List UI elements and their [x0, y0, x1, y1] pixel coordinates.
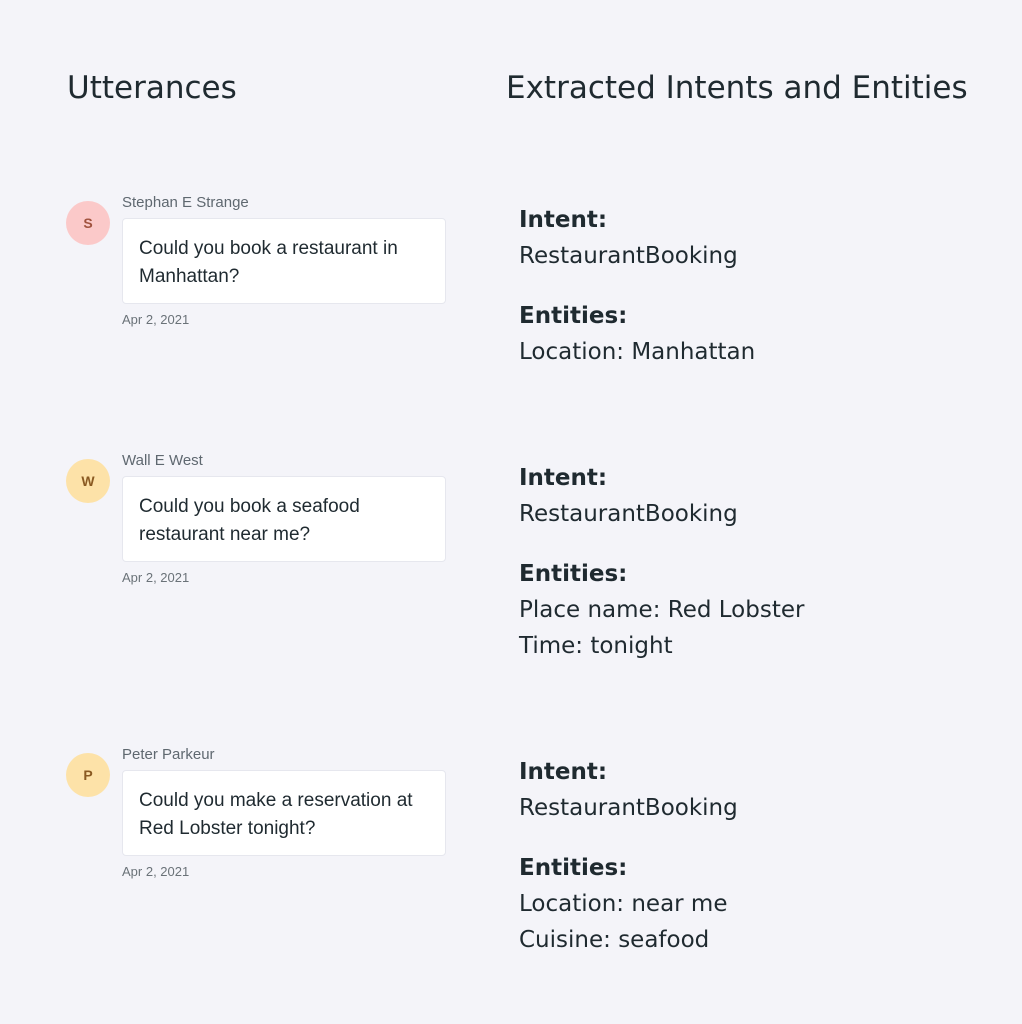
- extracted-heading: Extracted Intents and Entities: [506, 70, 968, 106]
- entity-value: Location: near me: [519, 891, 728, 917]
- intent-label: Intent:: [519, 759, 608, 785]
- sender-name: Peter Parkeur: [122, 746, 215, 763]
- extraction-result: Intent: RestaurantBooking Entities: Loca…: [519, 202, 755, 370]
- avatar: P: [66, 753, 110, 797]
- message-date: Apr 2, 2021: [122, 570, 190, 585]
- entity-value: Time: tonight: [519, 633, 673, 659]
- extraction-result: Intent: RestaurantBooking Entities: Loca…: [519, 754, 738, 958]
- intent-value: RestaurantBooking: [519, 243, 738, 269]
- extraction-result: Intent: RestaurantBooking Entities: Plac…: [519, 460, 804, 664]
- message-bubble: Could you make a reservation at Red Lobs…: [122, 770, 446, 856]
- intent-label: Intent:: [519, 465, 608, 491]
- sender-name: Stephan E Strange: [122, 194, 249, 211]
- sender-name: Wall E West: [122, 452, 203, 469]
- avatar-letter: W: [81, 473, 95, 489]
- intent-value: RestaurantBooking: [519, 501, 738, 527]
- message-bubble: Could you book a restaurant in Manhattan…: [122, 218, 446, 304]
- avatar-letter: S: [83, 215, 93, 231]
- intent-label: Intent:: [519, 207, 608, 233]
- entities-label: Entities:: [519, 561, 628, 587]
- entities-label: Entities:: [519, 855, 628, 881]
- utterances-heading: Utterances: [67, 70, 237, 106]
- entity-value: Place name: Red Lobster: [519, 597, 805, 623]
- avatar-letter: P: [83, 767, 93, 783]
- message-date: Apr 2, 2021: [122, 312, 190, 327]
- entities-label: Entities:: [519, 303, 628, 329]
- intent-value: RestaurantBooking: [519, 795, 738, 821]
- message-date: Apr 2, 2021: [122, 864, 190, 879]
- entity-value: Cuisine: seafood: [519, 927, 710, 953]
- message-bubble: Could you book a seafood restaurant near…: [122, 476, 446, 562]
- avatar: S: [66, 201, 110, 245]
- entity-value: Location: Manhattan: [519, 339, 756, 365]
- avatar: W: [66, 459, 110, 503]
